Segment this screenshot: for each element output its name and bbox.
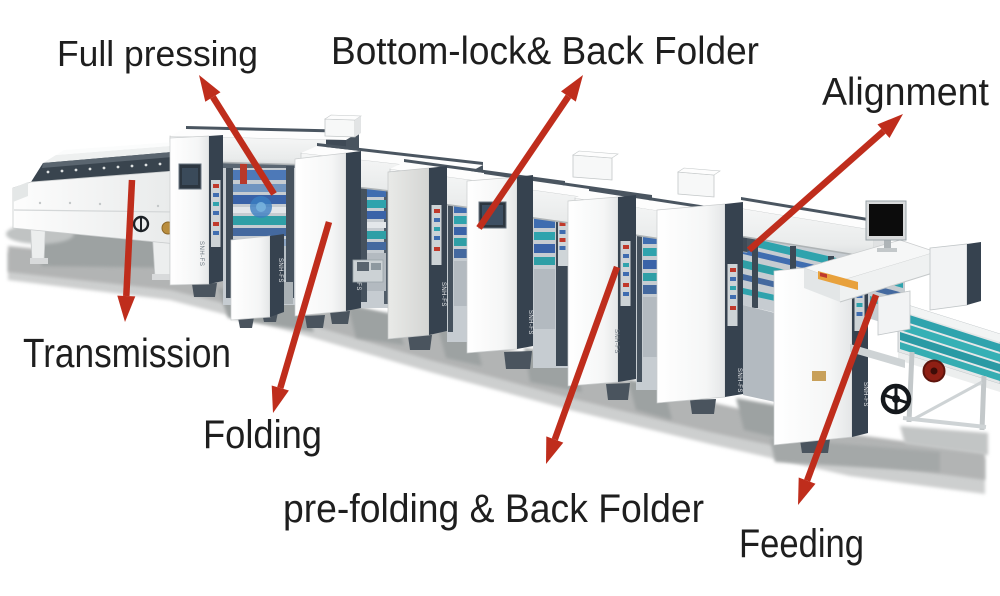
svg-text:Full pressing: Full pressing xyxy=(57,33,258,74)
svg-text:Transmission: Transmission xyxy=(23,330,231,376)
svg-text:SNH-FS: SNH-FS xyxy=(527,310,533,335)
svg-text:Feeding: Feeding xyxy=(739,522,864,566)
svg-text:Bottom-lock& Back Folder: Bottom-lock& Back Folder xyxy=(331,30,759,73)
svg-text:SNH-FS: SNH-FS xyxy=(277,258,283,283)
svg-text:SNH-FS: SNH-FS xyxy=(862,382,868,407)
svg-text:Alignment: Alignment xyxy=(822,71,989,114)
svg-text:pre-folding & Back Folder: pre-folding & Back Folder xyxy=(283,487,704,531)
svg-text:Folding: Folding xyxy=(203,413,322,457)
svg-text:SNH-FS: SNH-FS xyxy=(613,329,619,354)
svg-text:SNH-FS: SNH-FS xyxy=(440,282,446,307)
svg-text:SNH-FS: SNH-FS xyxy=(198,241,204,266)
svg-text:SNH-FS: SNH-FS xyxy=(736,368,742,393)
